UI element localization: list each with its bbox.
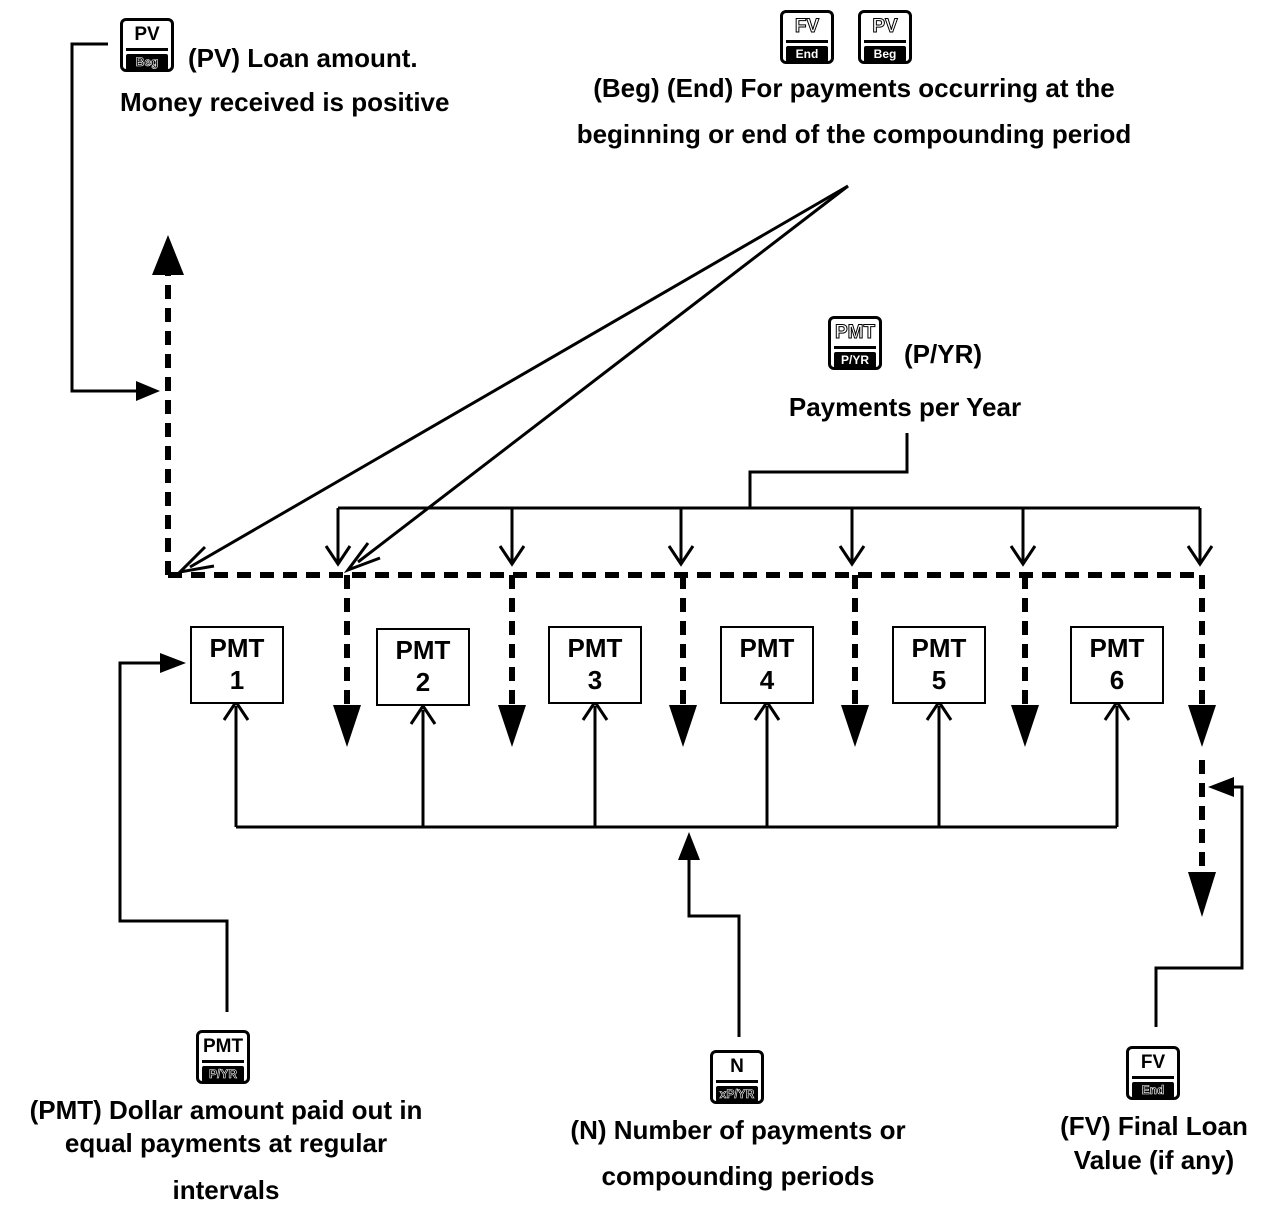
payment-box-3: PMT 3 xyxy=(548,626,642,704)
payment-label: PMT xyxy=(395,635,451,665)
n-note-line2: compounding periods xyxy=(601,1161,875,1191)
beg-end-note-line1: (Beg) (End) For payments occurring at th… xyxy=(593,73,1115,103)
pyr-key-bottom: P/YR xyxy=(834,352,876,367)
n-key-bottom: xP/YR xyxy=(716,1086,758,1101)
pmt-key-bottom: P/YR xyxy=(202,1066,244,1081)
fv-key-bottom: End xyxy=(1132,1082,1174,1097)
payment-number: 3 xyxy=(587,665,603,695)
pyr-note-line2: Payments per Year xyxy=(788,392,1022,422)
fv-end-key-top: FV xyxy=(786,13,828,43)
fv-bracket xyxy=(1154,785,1244,1027)
pv-beg-key-bottom: Beg xyxy=(864,46,906,61)
dashed-arrowheads xyxy=(152,235,1216,917)
pv-bracket xyxy=(70,42,148,393)
payment-box-2: PMT 2 xyxy=(376,628,470,706)
pmt-bracket xyxy=(118,661,229,1012)
pmt-note-line2: equal payments at regular xyxy=(64,1128,388,1158)
pv-beg-key-top: PV xyxy=(864,13,906,43)
payment-label: PMT xyxy=(209,633,265,663)
payment-box-4: PMT 4 xyxy=(720,626,814,704)
pmt-pyr-key-icon: PMT P/YR xyxy=(828,316,882,370)
beg-end-note-line2: beginning or end of the compounding peri… xyxy=(576,119,1132,149)
pyr-key-top: PMT xyxy=(834,319,876,349)
pyr-note-line1: (P/YR) xyxy=(904,339,982,369)
fv-note-line1: (FV) Final Loan xyxy=(1060,1111,1248,1141)
fv-key-icon: FV End xyxy=(1126,1046,1180,1100)
pmt-key-icon: PMT P/YR xyxy=(196,1030,250,1084)
pv-note-line2: Money received is positive xyxy=(120,87,450,117)
payment-label: PMT xyxy=(1089,633,1145,663)
fv-end-key-icon: FV End xyxy=(780,10,834,64)
pmt-bracket-arrowhead xyxy=(160,653,186,673)
pmt-note-line3: intervals xyxy=(172,1175,280,1205)
pv-key-top: PV xyxy=(126,21,168,51)
pv-bracket-arrowhead xyxy=(136,381,160,401)
payment-box-6: PMT 6 xyxy=(1070,626,1164,704)
pv-key-bottom: Beg xyxy=(126,54,168,69)
n-key-icon: N xP/YR xyxy=(710,1050,764,1104)
pyr-bracket xyxy=(324,433,1214,567)
payment-label: PMT xyxy=(739,633,795,663)
payment-number: 6 xyxy=(1109,665,1125,695)
fv-key-top: FV xyxy=(1132,1049,1174,1079)
fv-end-key-bottom: End xyxy=(786,46,828,61)
fv-bracket-arrowhead xyxy=(1208,777,1234,797)
pmt-key-top: PMT xyxy=(202,1033,244,1063)
fv-note-line2: Value (if any) xyxy=(1073,1145,1235,1175)
payment-number: 5 xyxy=(931,665,947,695)
n-bracket-arrowhead xyxy=(678,832,700,860)
pmt-note-line1: (PMT) Dollar amount paid out in xyxy=(29,1095,423,1125)
pv-beg-key-icon: PV Beg xyxy=(858,10,912,64)
payment-label: PMT xyxy=(567,633,623,663)
n-note-line1: (N) Number of payments or xyxy=(570,1115,906,1145)
payment-number: 1 xyxy=(229,665,245,695)
n-key-top: N xyxy=(716,1053,758,1083)
beg-end-pointers xyxy=(175,184,849,575)
payment-label: PMT xyxy=(911,633,967,663)
payment-number: 2 xyxy=(415,667,431,697)
n-bracket xyxy=(222,699,1131,1037)
pv-note-line1: (PV) Loan amount. xyxy=(188,43,418,73)
payment-box-1: PMT 1 xyxy=(190,626,284,704)
payment-number: 4 xyxy=(759,665,775,695)
timeline-dashed xyxy=(165,272,1205,870)
pv-key-icon: PV Beg xyxy=(120,18,174,72)
payment-box-5: PMT 5 xyxy=(892,626,986,704)
